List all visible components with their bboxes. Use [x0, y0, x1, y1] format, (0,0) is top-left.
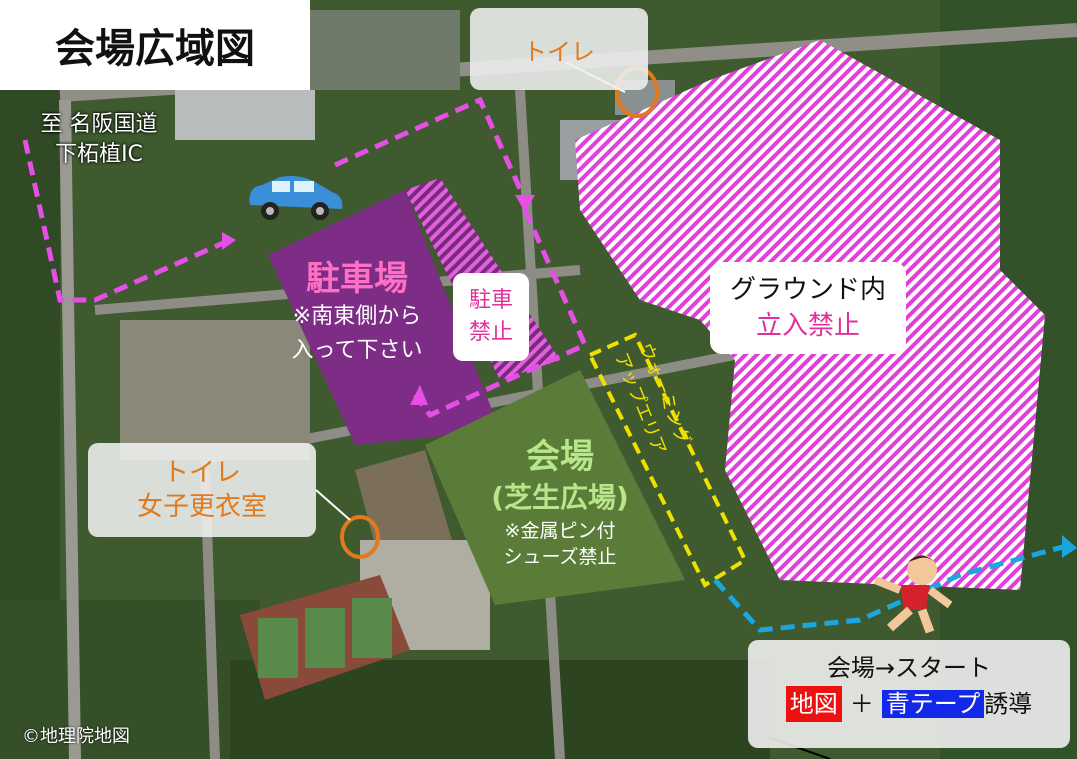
parking-note1: ※南東側から — [292, 304, 422, 329]
venue-note1: ※金属ピン付 — [504, 520, 616, 542]
venue-title: 会場 — [526, 437, 594, 477]
guidance-text: 誘導 — [984, 690, 1033, 718]
toilet-left-line2: 女子更衣室 — [136, 492, 267, 522]
start-info-line1: 会場→スタート — [826, 654, 992, 682]
car-icon — [249, 176, 343, 220]
start-info-line2: 地図 ＋ 青テープ誘導 — [748, 686, 1070, 722]
toilet-top-label: トイレ — [470, 8, 648, 90]
ground-no-entry-label: グラウンド内 立入禁止 — [710, 262, 906, 354]
ground-line1: グラウンド内 — [729, 275, 886, 305]
venue-note2: シューズ禁止 — [503, 546, 617, 568]
venue-subtitle: (芝生広場) — [491, 481, 629, 514]
plus-sign: ＋ — [849, 690, 874, 718]
parking-lot — [268, 190, 500, 445]
toilet-changing-label: トイレ 女子更衣室 — [88, 443, 316, 537]
map-title: 会場広域図 — [0, 0, 310, 90]
no-parking-line2: 禁止 — [468, 320, 513, 345]
ground-line2: 立入禁止 — [755, 311, 860, 341]
no-parking-line1: 駐車 — [468, 288, 513, 313]
map-credit: ©地理院地図 — [22, 726, 130, 747]
route-line1: 至 名阪国道 — [40, 112, 158, 137]
toilet-left-line1: トイレ — [162, 458, 241, 488]
parking-note2: 入って下さい — [291, 338, 423, 363]
blue-tape-tag: 青テープ — [881, 690, 985, 718]
runner-icon — [873, 555, 953, 634]
lawn-venue — [425, 370, 685, 605]
map-tag: 地図 — [785, 686, 842, 722]
route-line2: 下柘植IC — [55, 142, 143, 167]
parking-label: 駐車場 ※南東側から 入って下さい — [262, 258, 452, 368]
parking-title: 駐車場 — [306, 259, 408, 299]
start-route-info: 会場→スタート 地図 ＋ 青テープ誘導 — [748, 640, 1070, 748]
venue-label: 会場 (芝生広場) ※金属ピン付 シューズ禁止 — [470, 436, 650, 570]
no-parking-label: 駐車 禁止 — [453, 273, 529, 361]
route-destination-label: 至 名阪国道 下柘植IC — [14, 110, 184, 170]
